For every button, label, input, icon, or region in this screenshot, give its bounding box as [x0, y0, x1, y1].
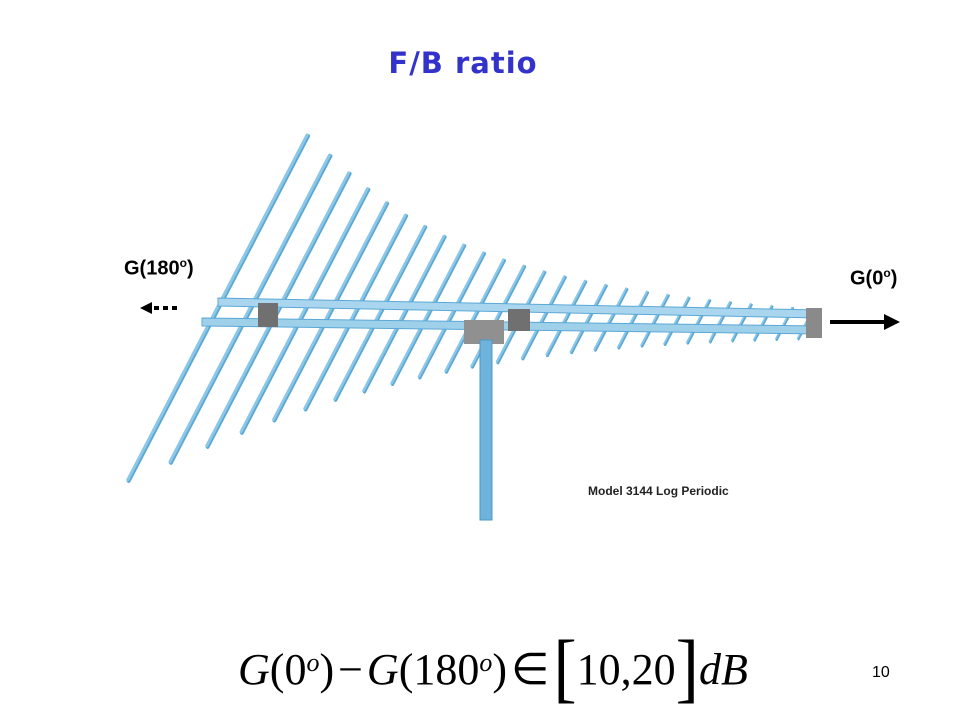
front-direction-arrow-icon: [830, 314, 900, 330]
dipole-element: [362, 234, 446, 392]
antenna-dipole-elements: [126, 133, 815, 483]
boom-clamp-mid: [508, 309, 530, 331]
dipole-element-edge: [663, 297, 691, 346]
formula-minus: −: [338, 644, 363, 694]
dipole-element: [569, 283, 607, 353]
dipole-element-edge: [333, 225, 428, 402]
formula-term2-arg: 180: [413, 644, 480, 694]
back-gain-suffix: ): [186, 257, 194, 280]
formula-term1-func: G: [238, 644, 270, 694]
back-gain-degree: o: [179, 256, 187, 270]
dipole-element: [168, 153, 331, 464]
dipole-element: [126, 133, 309, 482]
formula-term1-arg: 0: [284, 644, 307, 694]
formula-term2-func: G: [366, 644, 399, 694]
dipole-element-edge: [545, 280, 588, 358]
back-gain-label: G(180o): [124, 256, 194, 281]
formula-term1-degree: o: [306, 648, 320, 677]
front-gain-label: G(0o): [850, 266, 897, 291]
slide-title: F/B ratio: [388, 46, 538, 80]
dipole-element: [545, 279, 586, 356]
dipole-element-edge: [640, 294, 670, 348]
formula-paren-close-1: ): [319, 644, 335, 694]
boom-clamp-left: [258, 303, 278, 327]
antenna-booms: [201, 297, 822, 344]
dipole-element-edge: [418, 251, 487, 380]
front-gain-prefix: G(0: [850, 267, 884, 290]
mast-pole: [479, 339, 493, 521]
dipole-element: [616, 290, 648, 349]
dipole-element-edge: [570, 284, 608, 355]
dipole-element: [333, 224, 426, 401]
dipole-element-edge: [362, 235, 447, 394]
formula-paren-open-2: (: [398, 644, 414, 694]
dipole-element-edge: [390, 244, 467, 386]
front-gain-degree: o: [883, 266, 891, 280]
formula-unit: dB: [698, 644, 748, 694]
formula-close-bracket: ]: [675, 626, 699, 711]
dipole-element-edge: [594, 288, 629, 352]
antenna-mast: [479, 339, 493, 521]
dipole-element: [663, 296, 690, 345]
front-gain-suffix: ): [890, 267, 898, 290]
dipole-element: [444, 258, 505, 373]
dipole-element-edge: [444, 258, 507, 374]
dipole-element: [303, 213, 407, 411]
back-gain-prefix: G(180: [124, 257, 180, 280]
dipole-element: [685, 298, 710, 344]
page-number: 10: [872, 664, 890, 681]
formula-paren-close-2: ): [492, 644, 508, 694]
dipole-element: [390, 243, 465, 385]
dipole-element: [417, 251, 485, 379]
antenna-model-caption: Model 3144 Log Periodic: [588, 484, 729, 498]
dipole-element: [520, 275, 566, 360]
dipole-element: [239, 187, 369, 434]
formula-term2-degree: o: [479, 648, 493, 677]
dipole-element-edge: [521, 275, 567, 361]
formula-open-bracket: [: [553, 626, 577, 711]
boom-end-cap: [806, 308, 822, 338]
formula-element-of: ∈: [511, 644, 550, 694]
dipole-element: [593, 287, 628, 351]
dipole-element-edge: [617, 291, 650, 350]
dipole-element: [640, 293, 669, 347]
formula-paren-open-1: (: [269, 644, 285, 694]
formula-range: 10,20: [576, 644, 676, 694]
dipole-element: [272, 201, 388, 421]
back-direction-arrow-icon: [140, 302, 177, 314]
